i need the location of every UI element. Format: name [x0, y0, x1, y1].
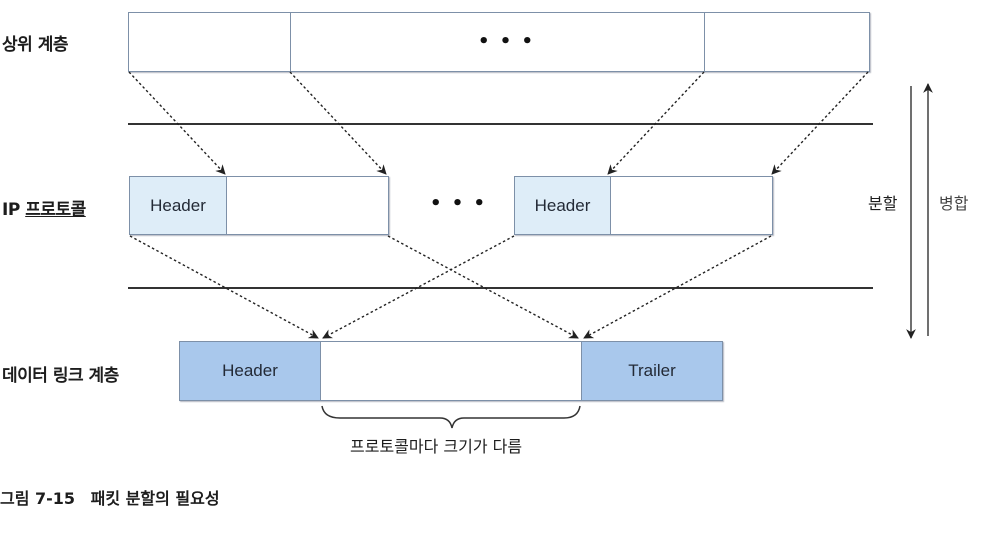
- ip-packet-1-payload: [227, 177, 388, 234]
- upper-layer-packet: [128, 12, 870, 72]
- ip-packet-2: Header: [514, 176, 773, 235]
- frame-header: Header: [180, 342, 321, 400]
- upper-ellipsis: • • •: [478, 31, 536, 52]
- layer-label-ip-main: 프로토콜: [25, 200, 86, 220]
- upper-segment-3: [705, 13, 869, 71]
- merge-label: 병합: [939, 194, 969, 213]
- upper-segment-1: [129, 13, 291, 71]
- layer-label-datalink: 데이터 링크 계층: [2, 366, 119, 386]
- ip-packet-1-header: Header: [130, 177, 227, 234]
- layer-separator-2: [128, 287, 873, 289]
- layer-label-ip: IP 프로토콜: [2, 195, 86, 220]
- layer-label-ip-prefix: IP: [2, 200, 26, 220]
- frame-payload: [321, 342, 582, 400]
- split-label: 분할: [868, 194, 898, 213]
- upper-segment-2: [291, 13, 705, 71]
- layer-label-upper: 상위 계층: [2, 35, 68, 55]
- ip-ellipsis: • • •: [430, 193, 488, 214]
- payload-brace: [321, 405, 581, 429]
- figure-title: 패킷 분할의 필요성: [90, 489, 220, 508]
- frame-trailer: Trailer: [582, 342, 722, 400]
- layer-separator-1: [128, 123, 873, 125]
- figure-number: 그림 7-15: [0, 489, 76, 508]
- brace-label: 프로토콜마다 크기가 다름: [350, 437, 523, 456]
- ip-packet-2-header: Header: [515, 177, 611, 234]
- ip-packet-2-payload: [611, 177, 772, 234]
- datalink-frame: Header Trailer: [179, 341, 723, 401]
- ip-packet-1: Header: [129, 176, 389, 235]
- figure-caption: 그림 7-15 패킷 분할의 필요성: [0, 485, 220, 509]
